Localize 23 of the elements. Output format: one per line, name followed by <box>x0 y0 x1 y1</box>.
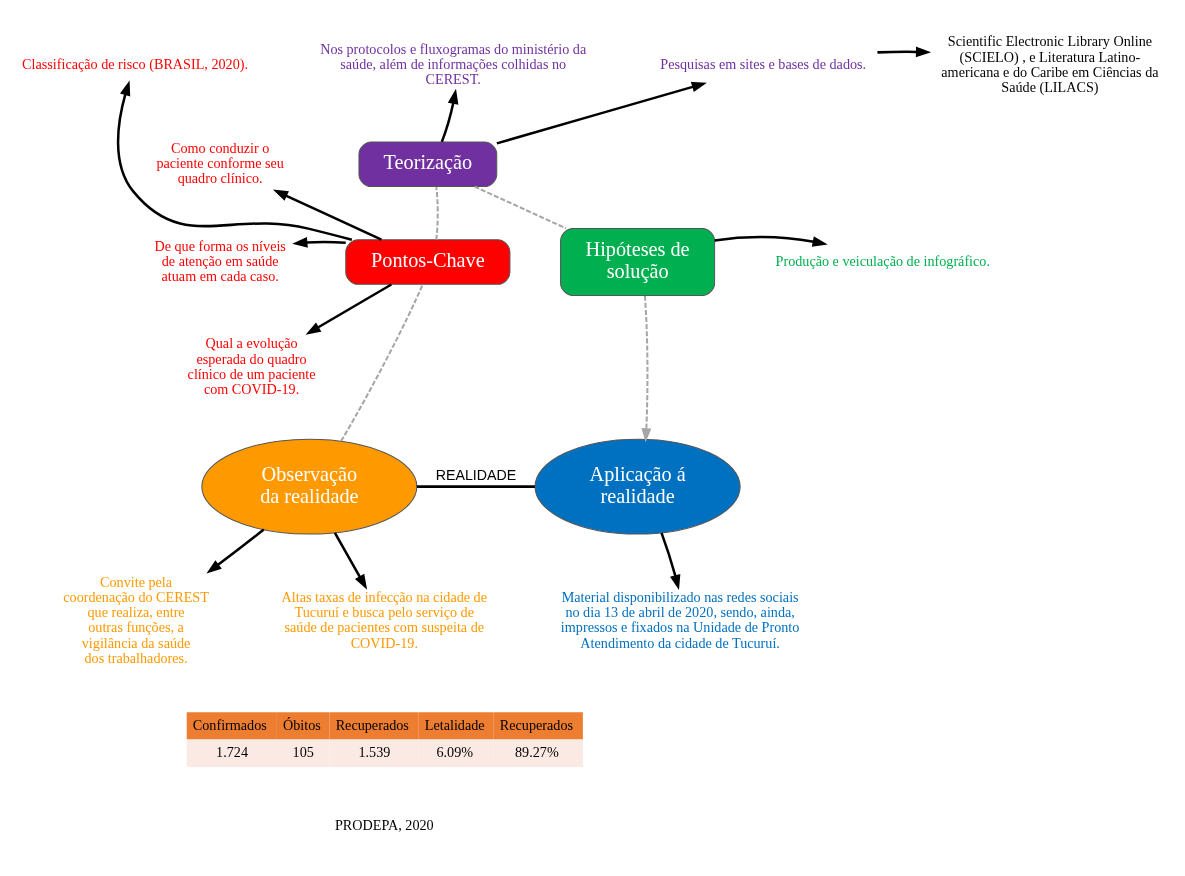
label: Letalidade <box>424 716 485 733</box>
node-text: Scientific Electronic Library Online (SCIELO) , e Literatura Latino-americana e do Caribe em Ciências da Saúde (LILACS) <box>941 33 1159 96</box>
node-text: Pesquisas em sites e bases de dados. <box>660 56 867 73</box>
node-text: Como conduzir o paciente conforme seu quadro clínico. <box>156 139 284 187</box>
edge-label: REALIDADE <box>435 466 517 483</box>
label: PRODEPA, 2020 <box>334 817 434 834</box>
node-text: Material disponibilizado nas redes sociais no dia 13 de abril de 2020, sendo, ainda, impressos e fixados na Unidade de Pronto Atendimento da cidade de Tucuruí. <box>560 589 800 651</box>
node-text: Convite pela coordenação do CEREST que realiza, entre outras funções, a vigilância da saúde dos trabalhadores. <box>63 573 209 666</box>
node-text: Altas taxas de infecção na cidade de Tucuruí e busca pelo serviço de saúde de pacientes com suspeita de COVID-19. <box>281 589 487 651</box>
label: Recuperados <box>335 716 409 733</box>
label: Óbitos <box>282 716 321 733</box>
label: 89.27% <box>514 744 559 761</box>
label: Recuperados <box>499 716 573 733</box>
node-text: De que forma os níveis de atenção em saúde atuam em cada caso. <box>154 237 286 284</box>
node-text: Classificação de risco (BRASIL, 2020). <box>22 56 249 73</box>
label: 1.539 <box>358 744 391 761</box>
node-text: Nos protocolos e fluxogramas do ministério da saúde, além de informações colhidas no CEREST. <box>320 41 587 88</box>
label: 1.724 <box>216 744 249 761</box>
label: Confirmados <box>192 716 267 733</box>
node-text: Produção e veiculação de infográfico. <box>775 252 990 269</box>
node-text: Qual a evolução esperada do quadro clínico de um paciente com COVID-19. <box>187 335 316 397</box>
label: 6.09% <box>436 744 474 761</box>
label: 105 <box>292 744 314 761</box>
